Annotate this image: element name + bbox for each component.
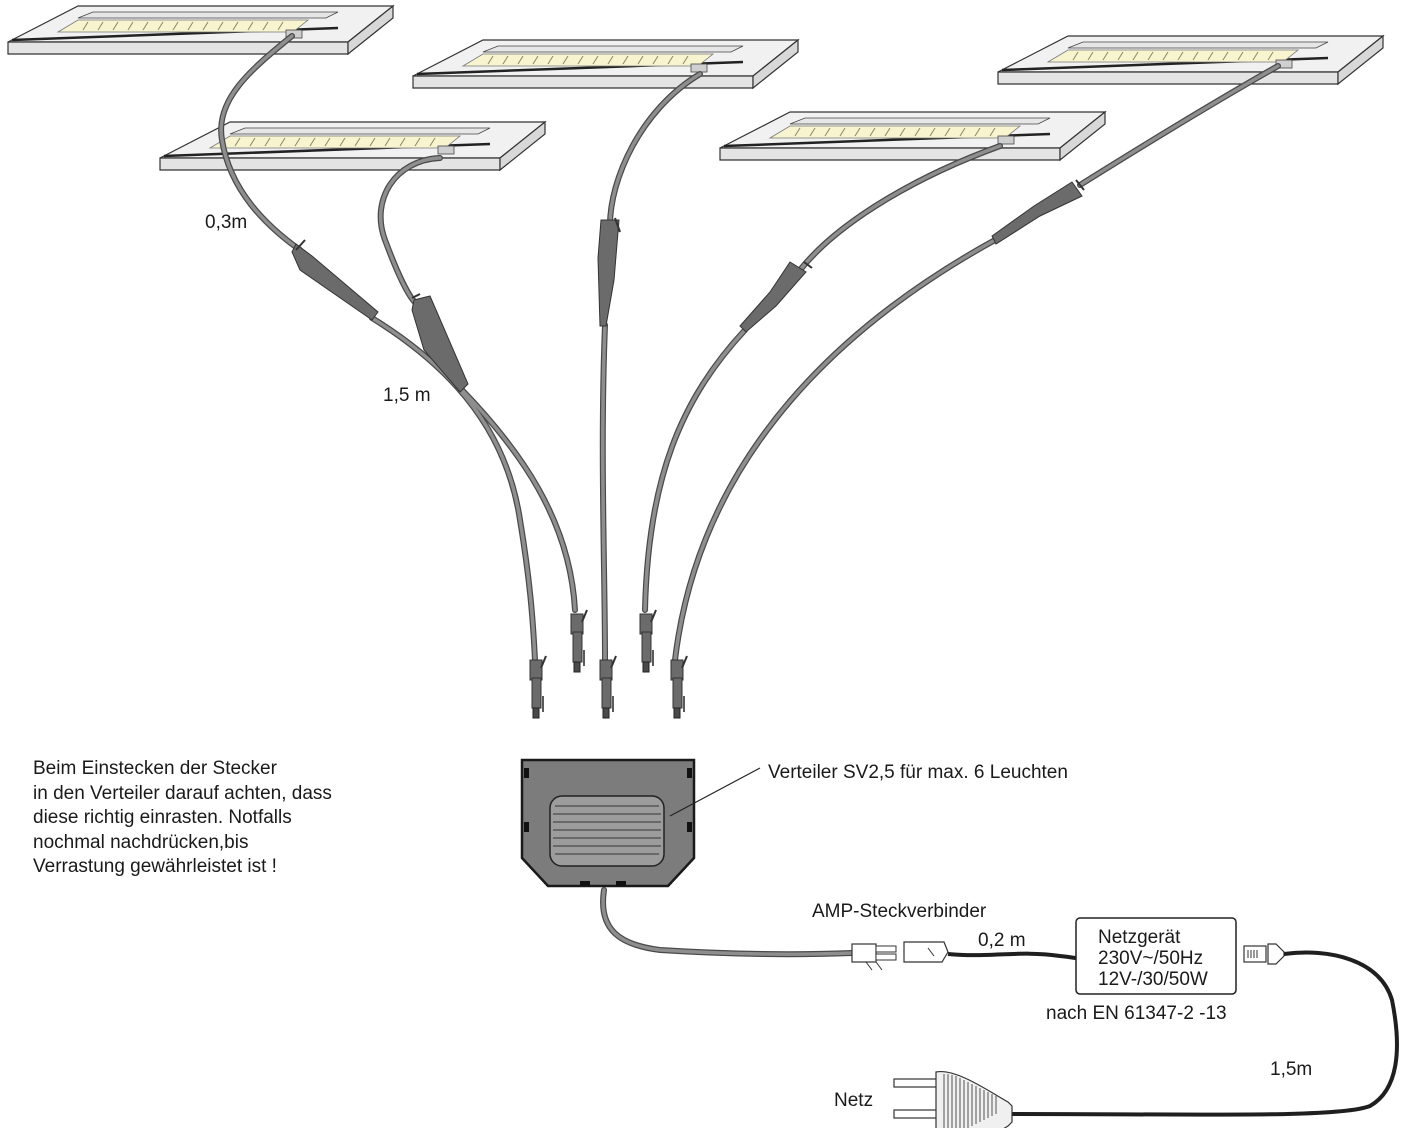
end-plug-3	[599, 655, 617, 719]
inline-connector-5	[991, 179, 1085, 245]
led-panel-4	[718, 110, 1107, 162]
amp-connector-label: AMP-Steckverbinder	[812, 901, 987, 922]
note-line: nochmal nachdrücken,bis	[33, 831, 249, 853]
inline-connector-1	[291, 239, 379, 321]
led-panel-3	[411, 38, 800, 90]
mains-plug	[893, 1070, 1013, 1128]
psu-input-rating: 230V~/50Hz	[1098, 948, 1203, 969]
end-plug-1	[529, 655, 547, 719]
end-plug-4	[639, 609, 657, 673]
psu-output-rating: 12V-/30/50W	[1098, 969, 1208, 990]
led-panel-1	[6, 4, 395, 56]
distributor-leader-line	[669, 767, 761, 817]
cable-length-label-03: 0,3m	[205, 212, 247, 233]
psu-title: Netzgerät	[1098, 927, 1181, 948]
installation-note: Beim Einstecken der Stecker in den Verte…	[33, 757, 453, 880]
note-line: in den Verteiler darauf achten, dass	[33, 782, 332, 804]
cable-length-label-15: 1,5 m	[383, 385, 431, 406]
end-plug-5	[670, 655, 688, 719]
cable-length-label-02: 0,2 m	[978, 930, 1026, 951]
psu-standard: nach EN 61347-2 -13	[1046, 1003, 1227, 1024]
inline-connector-3	[597, 217, 621, 327]
distributor-label: Verteiler SV2,5 für max. 6 Leuchten	[768, 762, 1068, 783]
amp-connector	[851, 941, 949, 971]
distributor-box	[520, 758, 696, 888]
led-panel-5	[996, 34, 1385, 86]
mains-cable	[1009, 950, 1399, 1117]
led-panel-2	[158, 120, 547, 172]
cables	[218, 33, 1281, 663]
inline-connector-2	[411, 293, 469, 393]
note-line: diese richtig einrasten. Notfalls	[33, 807, 292, 828]
mains-label: Netz	[834, 1090, 873, 1111]
inline-connector-4	[739, 261, 813, 333]
mains-cable-length-label: 1,5m	[1270, 1059, 1312, 1080]
psu-box	[1075, 917, 1237, 995]
end-plug-2	[570, 609, 588, 673]
distributor-output-cable	[600, 887, 855, 958]
note-line: Beim Einstecken der Stecker	[33, 758, 277, 779]
psu-output-connector	[1243, 943, 1285, 965]
psu-input-cable	[947, 951, 1077, 960]
note-line: Verrastung gewährleistet ist !	[33, 856, 277, 877]
